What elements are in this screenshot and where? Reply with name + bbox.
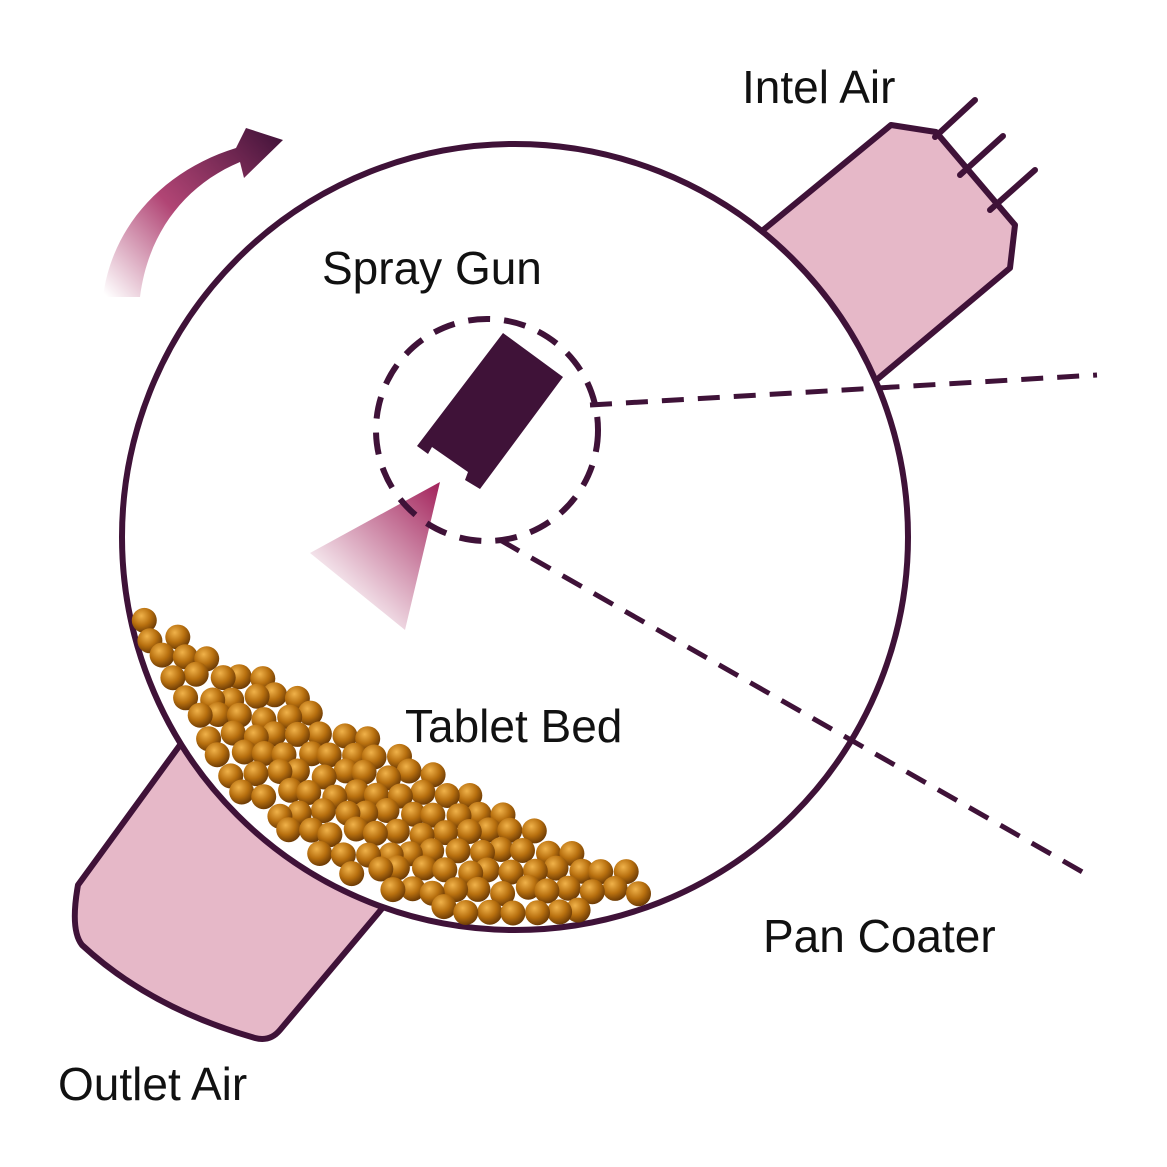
tablet xyxy=(396,758,422,784)
tablet xyxy=(165,624,191,650)
tablet xyxy=(431,894,457,920)
tablet xyxy=(204,742,230,768)
curved-arrow-icon xyxy=(103,128,283,297)
tablet xyxy=(579,879,605,905)
zoom-guide-line-lower xyxy=(498,537,1095,881)
tablet xyxy=(243,761,269,787)
tablet xyxy=(498,859,524,885)
tablet-bed xyxy=(131,607,651,926)
tablet xyxy=(465,876,491,902)
tablet xyxy=(456,819,482,844)
tablet xyxy=(362,820,388,846)
spray-gun-icon xyxy=(417,333,563,489)
tablet xyxy=(343,816,369,842)
tablet xyxy=(307,841,333,866)
tablet xyxy=(332,723,358,749)
tablet xyxy=(497,817,523,843)
tablet xyxy=(534,878,560,904)
tablet xyxy=(231,739,257,765)
spray-gun-zoom-circle xyxy=(373,316,601,544)
tablet xyxy=(183,661,209,687)
tablet xyxy=(251,741,277,766)
tablet xyxy=(339,861,365,887)
inlet-air-label: Intel Air xyxy=(742,61,895,113)
tablet xyxy=(284,721,310,747)
tablet-bed-label: Tablet Bed xyxy=(405,700,622,752)
inlet-air-lines xyxy=(932,97,1038,213)
tablet xyxy=(205,702,231,727)
tablet xyxy=(376,765,402,791)
spray-gun-label: Spray Gun xyxy=(322,242,542,294)
tablet xyxy=(374,798,400,823)
tablet xyxy=(229,779,255,805)
tablet xyxy=(160,665,186,691)
tablet xyxy=(400,876,426,902)
tablet xyxy=(626,881,651,907)
tablet xyxy=(500,900,526,926)
tablet xyxy=(547,899,573,925)
tablet xyxy=(602,875,628,901)
tablet xyxy=(244,683,270,709)
tablet xyxy=(149,642,175,668)
tablet xyxy=(333,758,359,784)
tablet xyxy=(384,818,410,844)
tablet xyxy=(251,784,277,810)
zoom-guide-line-upper xyxy=(589,372,1098,408)
tablet xyxy=(368,856,394,882)
outlet-air-duct xyxy=(71,742,388,1042)
tablet xyxy=(187,702,213,728)
tablet xyxy=(330,842,356,868)
tablet xyxy=(420,802,446,828)
tablet xyxy=(543,855,569,881)
tablet xyxy=(432,857,458,883)
tablet xyxy=(488,837,514,862)
tablet xyxy=(310,798,336,824)
tablet xyxy=(457,783,483,808)
tablet xyxy=(351,759,377,785)
pan-coater-label: Pan Coater xyxy=(763,910,996,962)
tablet xyxy=(490,881,516,906)
tablet xyxy=(525,900,550,926)
tablet xyxy=(515,874,541,900)
tablet xyxy=(432,820,458,846)
tablet xyxy=(410,779,436,805)
tablet xyxy=(510,838,535,863)
tablet xyxy=(311,764,337,790)
tablet xyxy=(555,875,581,901)
tablet xyxy=(401,801,426,827)
tablet xyxy=(267,759,293,784)
tablet xyxy=(453,900,479,925)
tablet xyxy=(220,720,246,746)
tablet xyxy=(521,818,547,844)
tablet xyxy=(131,607,157,633)
tablet xyxy=(565,897,591,923)
tablet xyxy=(344,779,370,805)
tablet xyxy=(434,783,460,808)
outlet-air-label: Outlet Air xyxy=(58,1058,247,1110)
tablet xyxy=(380,877,406,903)
tablet xyxy=(296,780,322,805)
tablet xyxy=(317,822,343,848)
spray-cone xyxy=(310,482,440,630)
tablet xyxy=(588,859,614,885)
tablet xyxy=(316,742,342,768)
tablet xyxy=(306,721,332,747)
tablet xyxy=(210,665,236,691)
tablet xyxy=(173,685,199,711)
tablet xyxy=(278,777,304,803)
tablet xyxy=(445,838,471,864)
tablet xyxy=(569,858,595,884)
tablet xyxy=(276,817,302,843)
tablet xyxy=(412,855,437,881)
tablet xyxy=(297,700,323,726)
tablet xyxy=(476,817,502,843)
tablet xyxy=(284,758,310,784)
tablet xyxy=(477,899,503,925)
